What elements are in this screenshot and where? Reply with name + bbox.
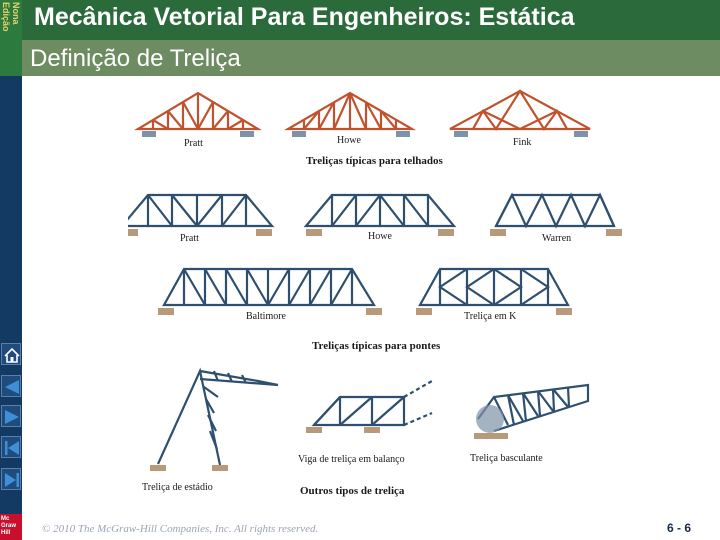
header-bar: Mecânica Vetorial Para Engenheiros: Está… xyxy=(22,0,720,40)
edition-line2: Edição xyxy=(1,2,11,32)
publisher-logo-text: Mc Graw Hill xyxy=(1,516,17,536)
edition-badge: Nona Edição xyxy=(0,0,22,76)
truss-types-figure: Pratt Howe Fink Treliças típicas para te… xyxy=(119,79,640,504)
bridge-truss-howe xyxy=(303,193,457,236)
page-number: 6 - 6 xyxy=(667,521,692,535)
bridge-truss-baltimore xyxy=(158,267,382,315)
truss-drawings xyxy=(119,88,622,471)
edition-line1: Nona xyxy=(11,2,21,25)
label-bridge-howe: Howe xyxy=(368,231,392,242)
label-bridge-warren: Warren xyxy=(542,233,572,244)
subheader-bar: Definição de Treliça xyxy=(22,40,720,76)
caption-other: Outros tipos de treliça xyxy=(300,485,405,497)
sidebar xyxy=(0,0,22,540)
publisher-logo: Mc Graw Hill xyxy=(0,514,22,540)
label-bridge-baltimore: Baltimore xyxy=(246,311,286,322)
next-slide-icon xyxy=(5,410,19,424)
label-roof-pratt: Pratt xyxy=(184,138,203,149)
last-slide-button[interactable] xyxy=(1,468,21,490)
bridge-truss-k xyxy=(416,267,572,315)
slide-title: Definição de Treliça xyxy=(30,45,241,72)
label-cantilever: Viga de treliça em balanço xyxy=(298,454,405,465)
bascule-truss xyxy=(474,383,590,439)
roof-truss-pratt xyxy=(134,91,262,137)
bridge-truss-warren xyxy=(490,192,622,236)
stadium-truss xyxy=(150,367,279,471)
first-slide-button[interactable] xyxy=(1,375,21,397)
first-slide-icon xyxy=(5,380,19,394)
cantilever-truss xyxy=(306,380,433,433)
label-bridge-k: Treliça em K xyxy=(464,311,517,322)
previous-slide-icon xyxy=(5,441,19,455)
last-slide-icon xyxy=(5,473,19,487)
previous-slide-button[interactable] xyxy=(1,436,21,458)
bridge-truss-pratt xyxy=(119,193,275,236)
home-icon xyxy=(4,347,20,363)
copyright-notice: © 2010 The McGraw-Hill Companies, Inc. A… xyxy=(42,523,319,535)
home-button[interactable] xyxy=(1,343,21,365)
label-stadium: Treliça de estádio xyxy=(142,482,213,493)
label-roof-fink: Fink xyxy=(513,137,532,148)
label-bascule: Treliça basculante xyxy=(470,453,543,464)
page-title: Mecânica Vetorial Para Engenheiros: Está… xyxy=(34,3,575,31)
roof-truss-howe xyxy=(283,91,417,137)
caption-bridge: Treliças típicas para pontes xyxy=(312,340,441,352)
label-roof-howe: Howe xyxy=(337,135,361,146)
label-bridge-pratt: Pratt xyxy=(180,233,199,244)
caption-roof: Treliças típicas para telhados xyxy=(306,155,443,167)
next-slide-button[interactable] xyxy=(1,405,21,427)
roof-truss-fink xyxy=(449,88,591,137)
